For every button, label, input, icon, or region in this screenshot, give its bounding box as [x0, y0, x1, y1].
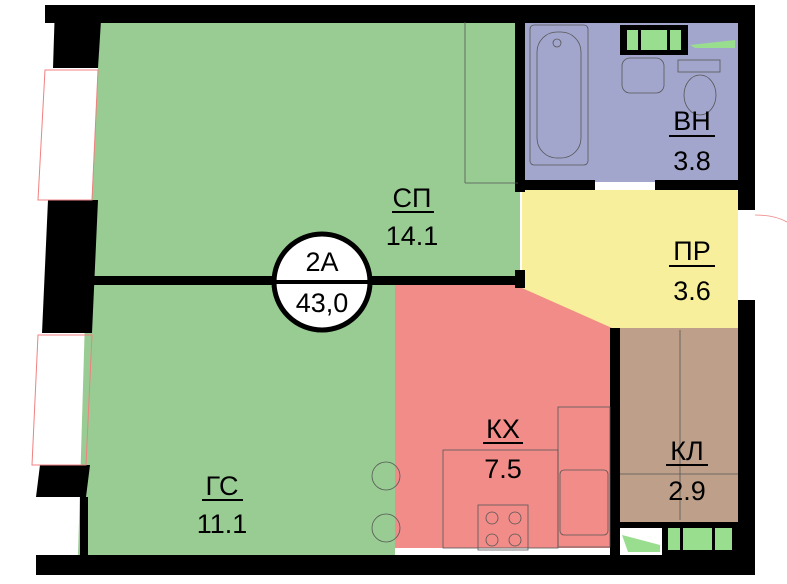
- kitchen-sink-icon: [559, 469, 609, 536]
- room-pr[interactable]: [522, 190, 738, 328]
- room-area: 3.6: [673, 276, 711, 306]
- label-pr: ПР 3.6: [669, 236, 715, 306]
- room-kl[interactable]: [620, 328, 738, 523]
- room-code: ГС: [206, 471, 239, 501]
- apartment-type: 2A: [305, 247, 338, 277]
- room-code: ПР: [673, 236, 710, 266]
- label-kh: КХ 7.5: [483, 414, 523, 484]
- label-vn: ВН 3.8: [669, 106, 715, 176]
- room-area: 2.9: [668, 476, 706, 506]
- sink-icon: [621, 57, 665, 94]
- label-kl: КЛ 2.9: [666, 436, 708, 506]
- windows: [31, 69, 99, 466]
- room-code: КЛ: [670, 436, 703, 466]
- room-area: 11.1: [197, 509, 248, 539]
- window-closet: [622, 522, 738, 555]
- fixtures: [371, 22, 787, 551]
- toilet-icon: [677, 59, 721, 73]
- room-code: КХ: [486, 414, 520, 444]
- stove-icon: [477, 504, 529, 551]
- room-area: 7.5: [484, 454, 522, 484]
- room-area: 14.1: [386, 221, 439, 251]
- label-sp: СП 14.1: [386, 183, 439, 251]
- apartment-badge: 2A 43,0: [271, 231, 373, 333]
- room-sp[interactable]: [88, 22, 520, 278]
- bathtub-icon: [529, 24, 589, 166]
- window-bathroom: [620, 25, 735, 55]
- room-code: СП: [393, 183, 432, 213]
- label-gs: ГС 11.1: [197, 471, 248, 539]
- room-gs[interactable]: [78, 285, 395, 555]
- room-area: 3.8: [673, 146, 711, 176]
- apartment-total-area: 43,0: [296, 288, 349, 318]
- room-code: ВН: [673, 106, 711, 136]
